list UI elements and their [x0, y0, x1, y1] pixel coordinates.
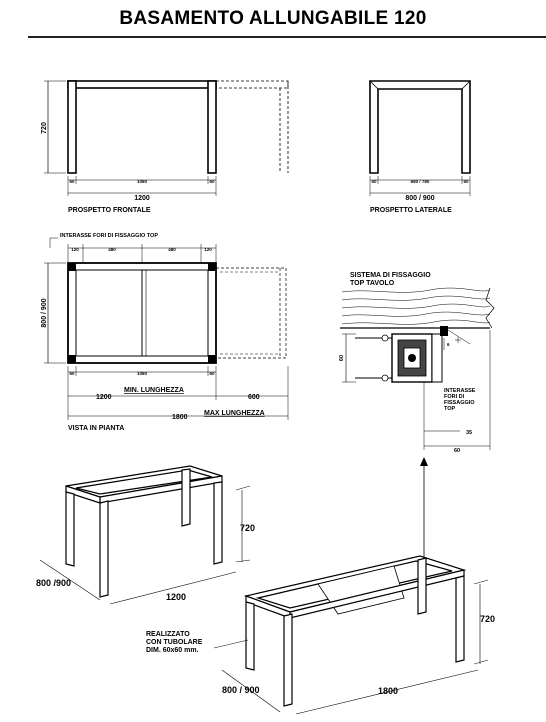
side-total-label: 800 / 900: [405, 195, 434, 202]
front-elevation: 720 60 1080 60 1200 PROSPETTO FRONTALE: [41, 80, 289, 214]
plan-leg-right-label: 60: [209, 371, 215, 376]
side-leg-right-label: 60: [463, 179, 469, 184]
plan-leg-left-label: 60: [69, 371, 75, 376]
plan-max-label: MAX LUNGHEZZA: [204, 410, 265, 417]
iso-closed-table: [39, 465, 251, 605]
detail-small-label: 6: [447, 342, 450, 347]
detail-interasse-2: FORI DI: [444, 394, 465, 400]
side-elevation: 60 680 / 780 60 800 / 900 PROSPETTO LATE…: [369, 80, 471, 214]
front-caption: PROSPETTO FRONTALE: [68, 207, 151, 214]
detail-height-label: 60: [339, 355, 345, 361]
plan-ext-value: 600: [248, 394, 260, 401]
side-inner-label: 680 / 780: [411, 179, 430, 184]
iso-closed-length: 1200: [166, 592, 186, 602]
plan-view: INTERASSE FORI DI FISSAGGIO TOP 120 480 …: [41, 233, 289, 432]
iso-open-depth: 800 / 900: [222, 685, 260, 695]
detail-offset-label: 35: [466, 430, 472, 436]
iso-open-length: 1800: [378, 686, 398, 696]
plan-min-label: MIN. LUNGHEZZA: [124, 387, 184, 394]
iso-open-note-1: REALIZZATO: [146, 631, 190, 638]
front-leg-right-label: 60: [209, 179, 215, 184]
plan-inner-label: 1080: [137, 371, 148, 376]
plan-interasse-label: INTERASSE FORI DI FISSAGGIO TOP: [60, 233, 158, 239]
plan-seg3: 480: [168, 247, 176, 252]
detail-interasse-1: INTERASSE: [444, 388, 476, 394]
fixing-detail: SISTEMA DI FISSAGGIO TOP TAVOLO: [339, 272, 495, 560]
front-total-label: 1200: [134, 195, 150, 202]
iso-open-height: 720: [480, 614, 495, 624]
front-inner-label: 1080: [137, 179, 148, 184]
plan-seg1: 120: [71, 247, 79, 252]
detail-interasse-3: FISSAGGIO: [444, 400, 475, 406]
page-title: BASAMENTO ALLUNGABILE 120: [119, 8, 427, 29]
detail-title-line2: TOP TAVOLO: [350, 280, 395, 287]
side-caption: PROSPETTO LATERALE: [370, 207, 452, 214]
side-leg-left-label: 60: [371, 179, 377, 184]
front-height-label: 720: [41, 122, 48, 134]
title-rule: [28, 36, 546, 38]
plan-seg4: 120: [204, 247, 212, 252]
plan-caption: VISTA IN PIANTA: [68, 425, 124, 432]
iso-open-note-2: CON TUBOLARE: [146, 639, 203, 646]
plan-max-value: 1800: [172, 414, 188, 421]
detail-title-line1: SISTEMA DI FISSAGGIO: [350, 272, 431, 279]
iso-open-table: [221, 555, 489, 715]
plan-min-value: 1200: [96, 394, 112, 401]
iso-open-note-3: DIM. 60x60 mm.: [146, 647, 199, 654]
iso-closed-depth: 800 /900: [36, 578, 71, 588]
front-leg-left-label: 60: [69, 179, 75, 184]
plan-seg2: 480: [108, 247, 116, 252]
iso-closed-height: 720: [240, 523, 255, 533]
detail-width-label: 60: [454, 448, 460, 454]
plan-depth-label: 800 / 900: [41, 298, 48, 327]
detail-interasse-4: TOP: [444, 406, 456, 412]
